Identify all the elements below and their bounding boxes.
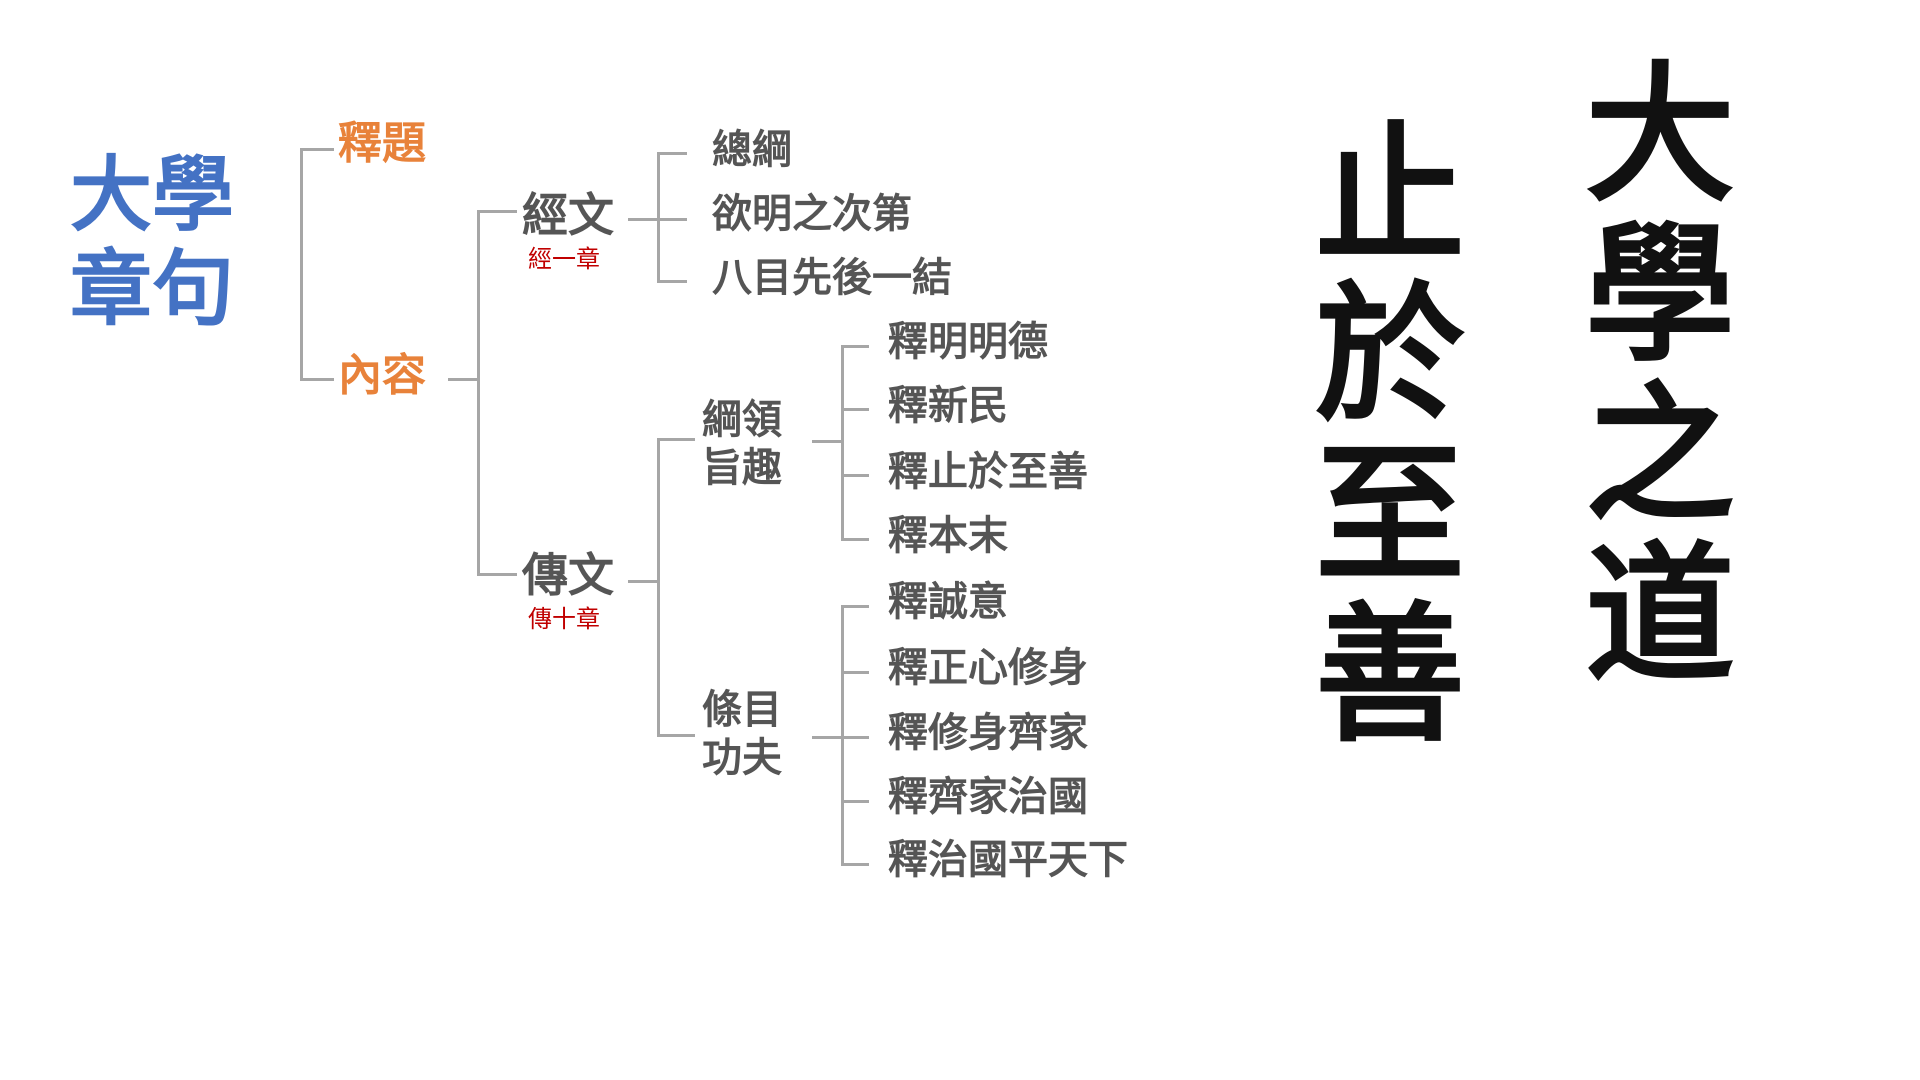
- connector: [657, 152, 660, 282]
- calligraphy-left-column: 止 於 至 善: [1290, 120, 1490, 760]
- connector: [841, 671, 869, 674]
- connector: [657, 734, 695, 737]
- node-gangling-line2: 旨趣: [702, 444, 782, 491]
- gangling-item: 釋明明德: [888, 318, 1048, 365]
- tiaomu-item: 釋齊家治國: [888, 773, 1088, 820]
- connector: [841, 474, 869, 477]
- connector: [841, 605, 844, 865]
- connector: [812, 440, 842, 443]
- connector: [841, 538, 869, 541]
- node-neirong: 內容: [338, 350, 426, 401]
- calligraphy-char: 學: [1584, 207, 1735, 383]
- node-gangling: 綱領 旨趣: [702, 396, 782, 492]
- connector: [812, 736, 842, 739]
- jingwen-item: 八目先後一結: [712, 254, 952, 301]
- node-gangling-line1: 綱領: [702, 396, 782, 443]
- node-tiaomu-line1: 條目: [702, 686, 782, 733]
- connector: [841, 408, 869, 411]
- node-tiaomu: 條目 功夫: [702, 686, 782, 782]
- connector: [657, 438, 660, 736]
- jingwen-item: 欲明之次第: [712, 190, 912, 237]
- node-jingwen: 經文: [522, 188, 614, 242]
- calligraphy-char: 止: [1314, 107, 1465, 283]
- calligraphy-right-column: 大 學 之 道: [1560, 60, 1760, 700]
- connector: [477, 573, 517, 576]
- tiaomu-item: 釋正心修身: [888, 644, 1088, 691]
- calligraphy-char: 大: [1584, 47, 1735, 223]
- node-zhuanwen: 傳文: [522, 548, 614, 602]
- connector: [841, 863, 869, 866]
- root-title: 大學 章句: [70, 148, 234, 337]
- connector: [448, 378, 478, 381]
- calligraphy-char: 於: [1314, 267, 1465, 443]
- connector: [477, 210, 517, 213]
- gangling-item: 釋本末: [888, 512, 1008, 559]
- node-zhuanwen-sub: 傳十章: [528, 605, 600, 633]
- connector: [477, 210, 480, 575]
- calligraphy-char: 至: [1314, 427, 1465, 603]
- connector: [300, 148, 334, 151]
- connector: [300, 378, 334, 381]
- gangling-item: 釋止於至善: [888, 448, 1088, 495]
- connector: [628, 580, 658, 583]
- connector: [841, 605, 869, 608]
- connector: [841, 800, 869, 803]
- calligraphy-char: 善: [1314, 587, 1465, 763]
- connector: [628, 218, 658, 221]
- connector: [657, 280, 687, 283]
- root-title-line1: 大學: [70, 147, 235, 243]
- tiaomu-item: 釋修身齊家: [888, 709, 1088, 756]
- connector: [300, 148, 303, 380]
- jingwen-item: 總綱: [712, 126, 792, 173]
- tiaomu-item: 釋治國平天下: [888, 836, 1128, 883]
- node-shiti: 釋題: [338, 118, 426, 169]
- root-title-line2: 章句: [70, 241, 235, 338]
- connector: [841, 345, 844, 540]
- gangling-item: 釋新民: [888, 382, 1008, 429]
- connector: [657, 438, 695, 441]
- node-tiaomu-line2: 功夫: [702, 734, 782, 781]
- node-jingwen-sub: 經一章: [528, 245, 600, 273]
- calligraphy-char: 之: [1584, 367, 1735, 543]
- connector: [841, 736, 869, 739]
- connector: [657, 218, 687, 221]
- tiaomu-item: 釋誠意: [888, 578, 1008, 625]
- calligraphy-char: 道: [1584, 527, 1735, 703]
- connector: [657, 152, 687, 155]
- connector: [841, 345, 869, 348]
